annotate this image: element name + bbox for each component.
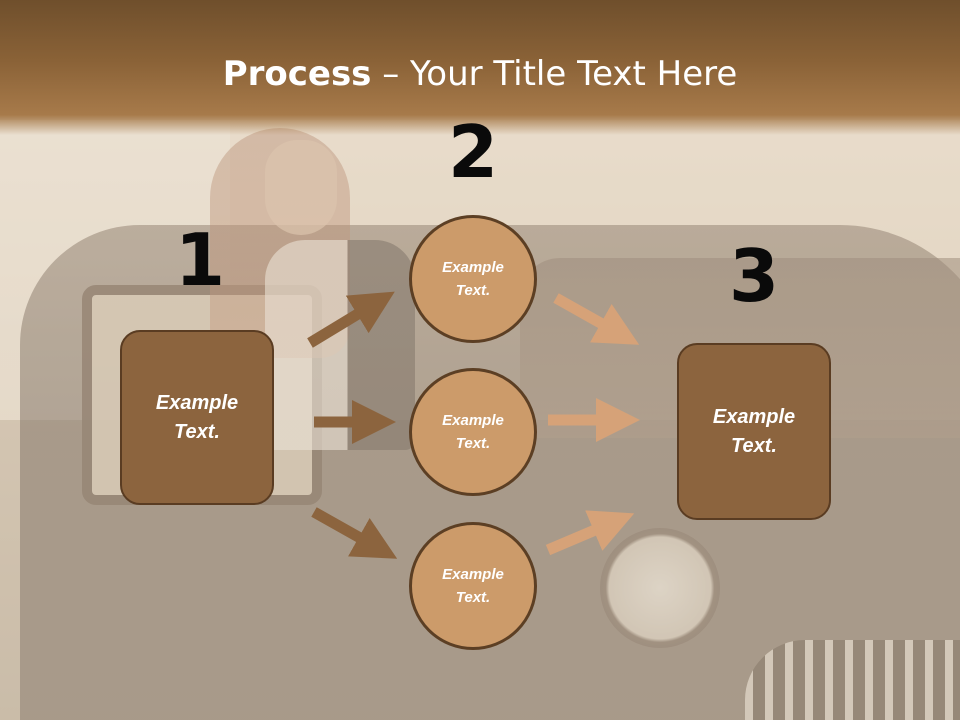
process-circle-bottom: Example Text. [409,522,537,650]
process-circle-middle: Example Text. [409,368,537,496]
step-number-1: 1 [174,218,226,302]
woman-face [265,140,337,235]
process-circle-top: Example Text. [409,215,537,343]
arrow-top-to-right [553,293,640,345]
process-circle-top-text: Example Text. [442,259,504,299]
arrow-left-to-top [307,291,395,348]
process-box-left: Example Text. [120,330,274,505]
step-number-3: 3 [728,234,780,318]
process-box-left-text: Example Text. [155,391,239,443]
process-box-right: Example Text. [677,343,831,520]
title-bold: Process [222,54,372,94]
process-circle-middle-text: Example Text. [442,412,504,452]
arrow-left-to-bottom [311,507,398,559]
car-grille [745,640,960,720]
title-band [0,0,960,135]
slide-title: Process – Your Title Text Here [0,52,960,96]
process-box-right-text: Example Text. [712,405,796,457]
process-circle-bottom-text: Example Text. [442,566,504,606]
step-number-2: 2 [447,110,499,194]
title-rest: – Your Title Text Here [371,54,738,94]
arrow-bottom-to-right [545,510,635,556]
